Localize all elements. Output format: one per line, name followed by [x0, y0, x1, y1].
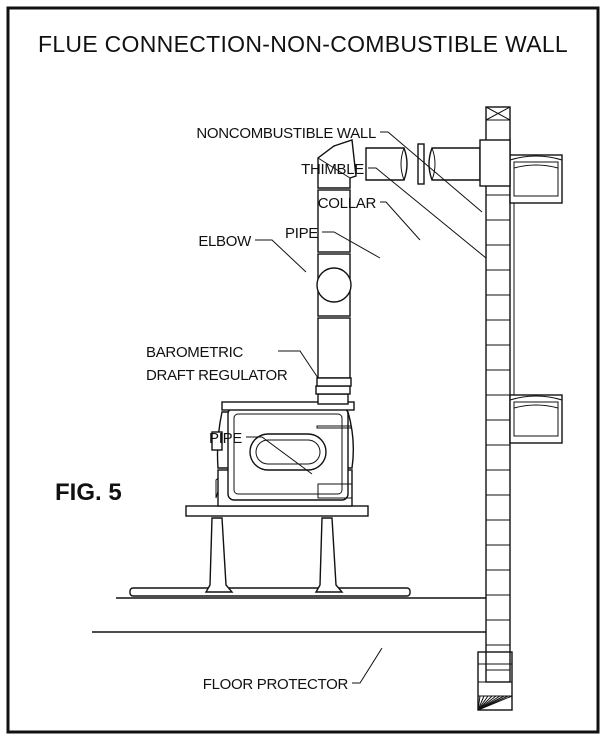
collar: [417, 143, 425, 185]
label-pipe-horizontal: PIPE: [285, 225, 318, 242]
leader-lines: [246, 131, 487, 684]
vertical-pipe: [316, 317, 352, 429]
lower-joist: [509, 394, 563, 444]
label-noncombustible-wall: NONCOMBUSTIBLE WALL: [196, 125, 376, 142]
foundation-block: [477, 651, 513, 711]
barometric-regulator: [316, 253, 352, 317]
horizontal-pipe: [365, 147, 408, 181]
label-barometric-line2: DRAFT REGULATOR: [146, 367, 288, 384]
noncombustible-wall: [485, 106, 511, 683]
outer-frame: [6, 6, 600, 734]
horizontal-pipe-2: [428, 147, 481, 181]
upper-vertical-pipe: [317, 189, 351, 253]
wood-stove: [185, 385, 369, 593]
label-floor-protector: FLOOR PROTECTOR: [203, 676, 349, 693]
elbow: [317, 139, 357, 189]
figure-label: FIG. 5: [55, 479, 122, 506]
hatch-line: [477, 695, 513, 711]
hatch-line: [477, 695, 485, 711]
label-pipe-vertical: PIPE: [209, 430, 242, 447]
label-thimble: THIMBLE: [301, 161, 364, 178]
label-elbow: ELBOW: [198, 233, 252, 250]
label-collar: COLLAR: [318, 195, 377, 212]
label-barometric-line1: BAROMETRIC: [146, 344, 243, 361]
floor-protector: [129, 587, 411, 597]
upper-joist: [509, 154, 563, 204]
hatch-line: [477, 695, 481, 711]
page-title: FLUE CONNECTION-NON-COMBUSTIBLE WALL: [38, 31, 568, 57]
thimble: [479, 139, 511, 187]
